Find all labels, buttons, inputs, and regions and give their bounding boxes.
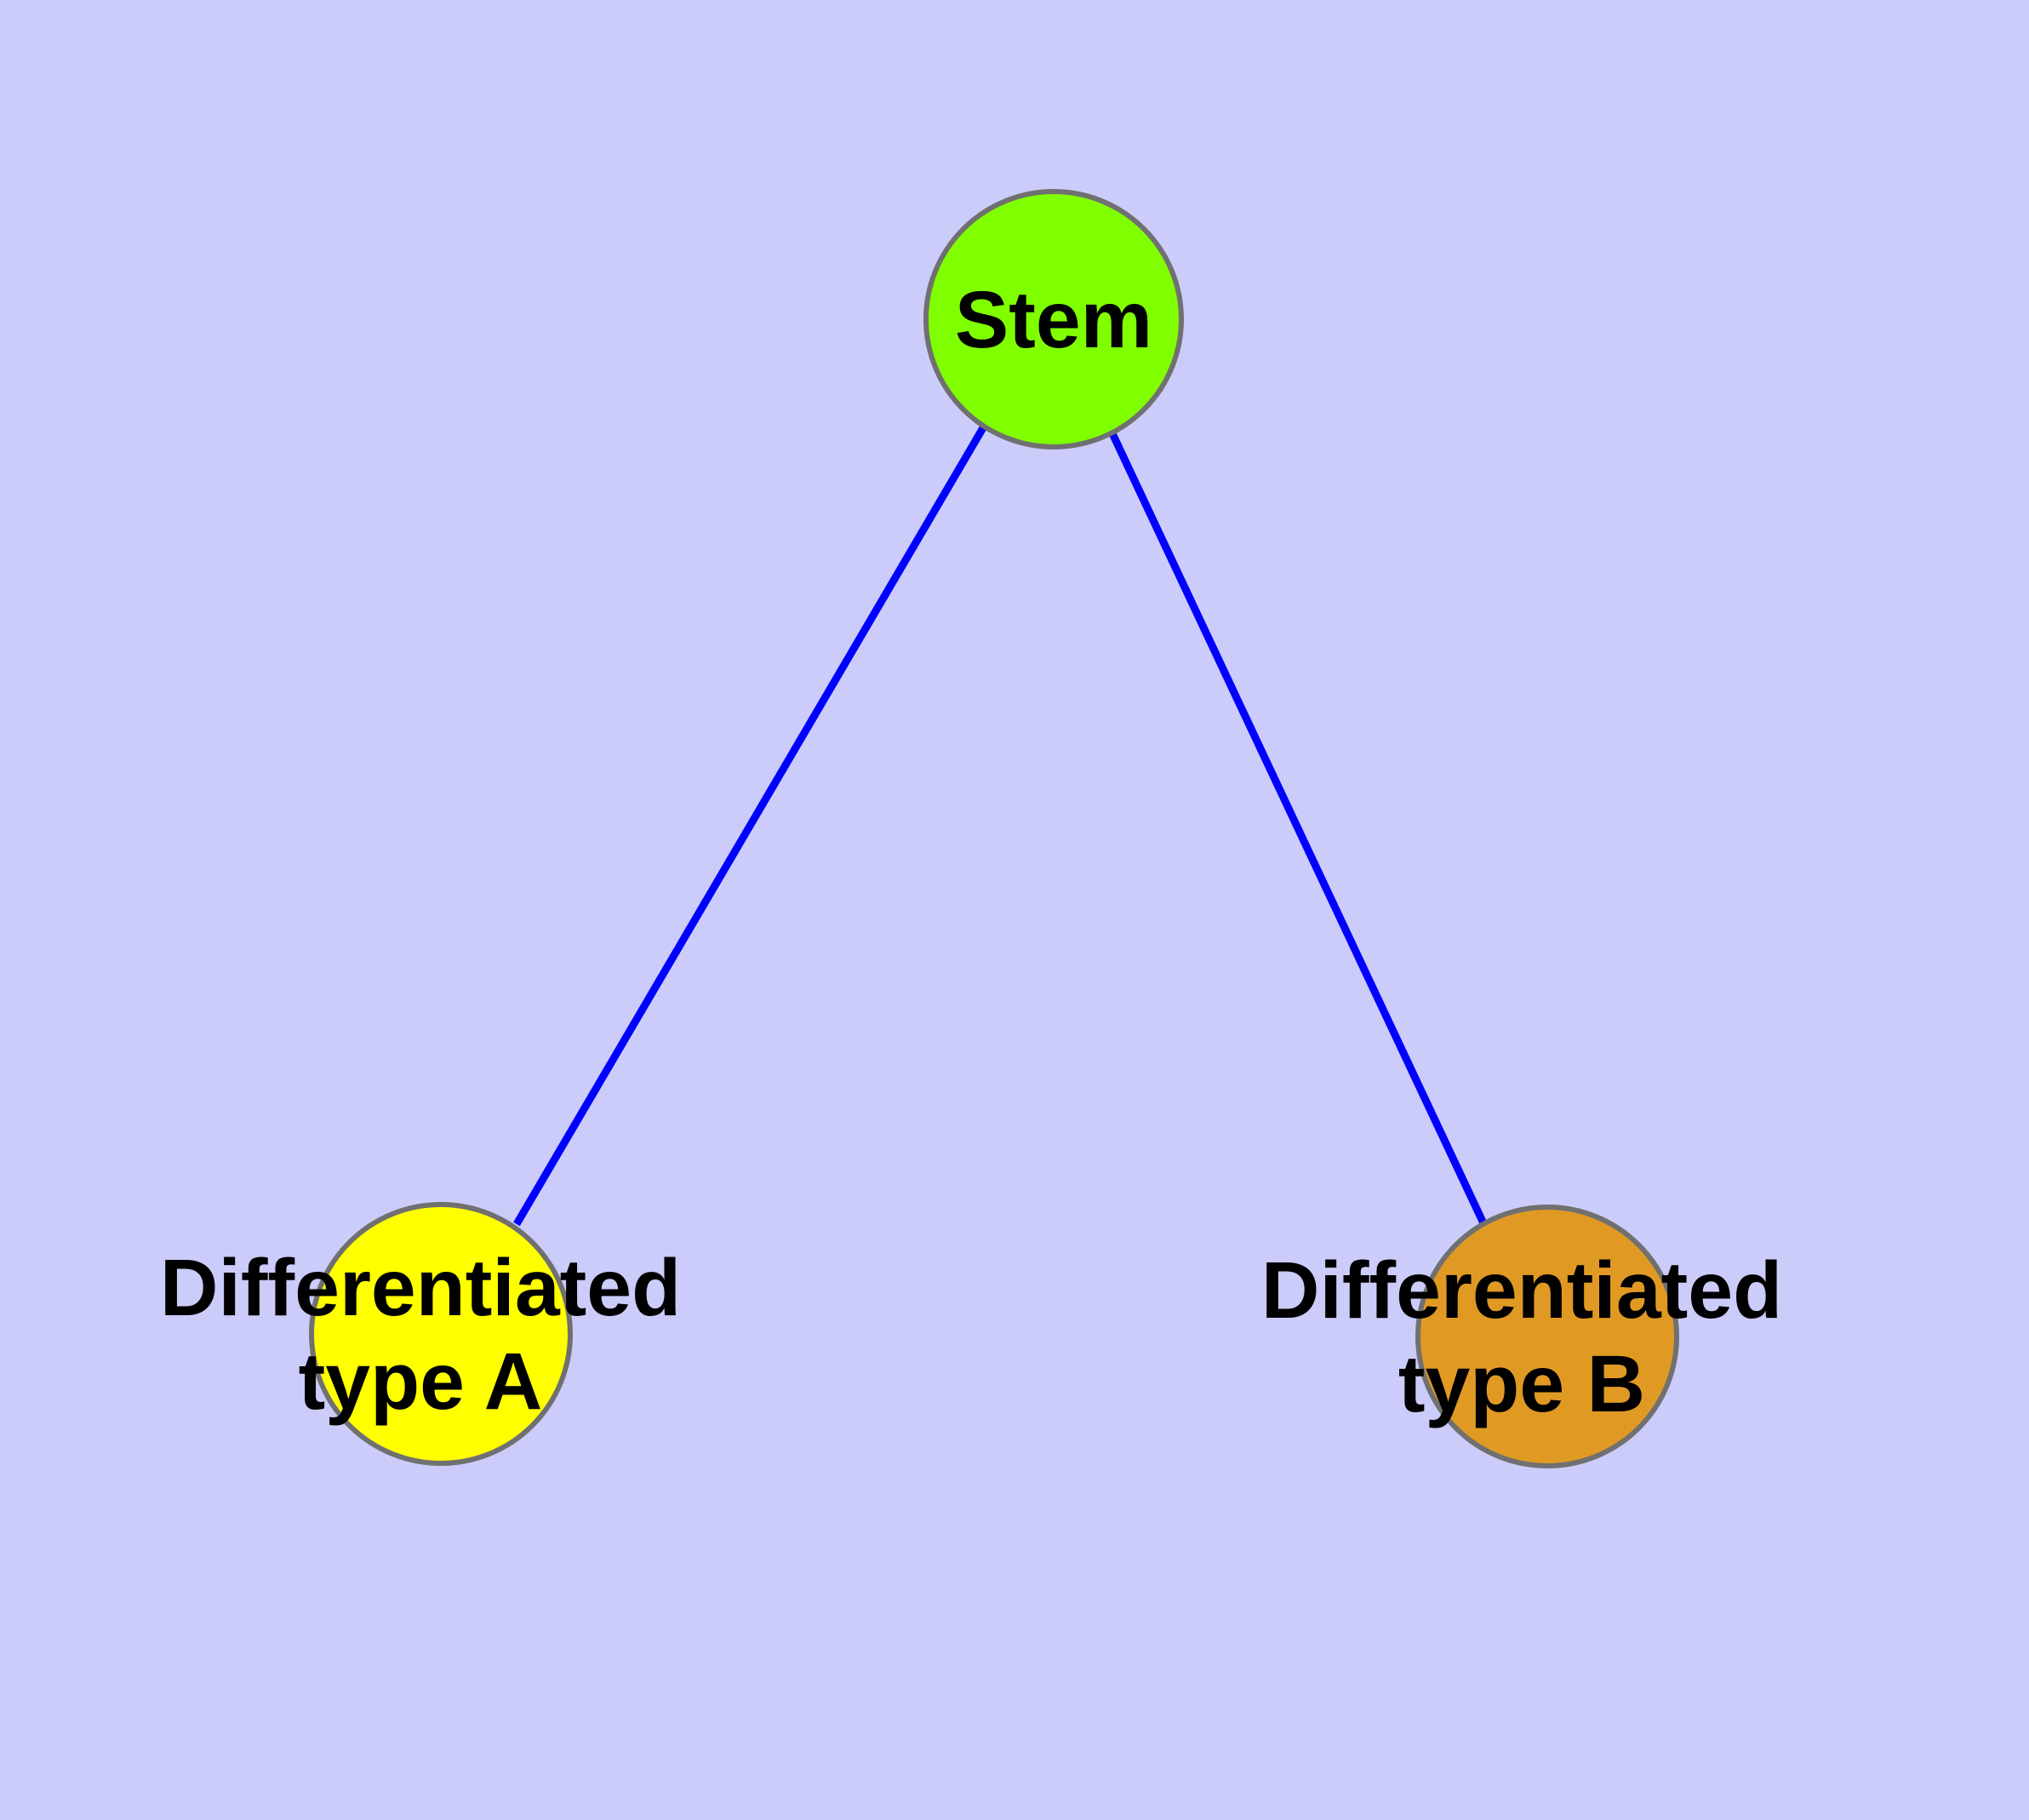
- node-layer: [309, 189, 1679, 1468]
- edge-layer: [513, 424, 1488, 1227]
- node-stem[interactable]: [923, 189, 1184, 449]
- edge-stem-to-differentiated-type-a[interactable]: [513, 424, 987, 1227]
- node-differentiated-type-b-label-line2: type B: [1398, 1339, 1645, 1429]
- edge-stem-to-differentiated-type-b[interactable]: [1107, 430, 1488, 1225]
- node-differentiated-type-b-label-line1: Differentiated: [1261, 1245, 1782, 1336]
- node-differentiated-type-b[interactable]: [1415, 1205, 1679, 1468]
- label-layer: Stem Differentiated type A Differentiate…: [160, 275, 1782, 1429]
- node-stem-circle[interactable]: [923, 189, 1184, 449]
- node-differentiated-type-a-label-line1: Differentiated: [160, 1243, 681, 1333]
- node-differentiated-type-b-circle[interactable]: [1415, 1205, 1679, 1468]
- node-differentiated-type-a-circle[interactable]: [309, 1202, 573, 1466]
- node-differentiated-type-a-label-line2: type A: [299, 1336, 543, 1427]
- node-stem-label: Stem: [955, 275, 1152, 365]
- node-differentiated-type-a[interactable]: [309, 1202, 573, 1466]
